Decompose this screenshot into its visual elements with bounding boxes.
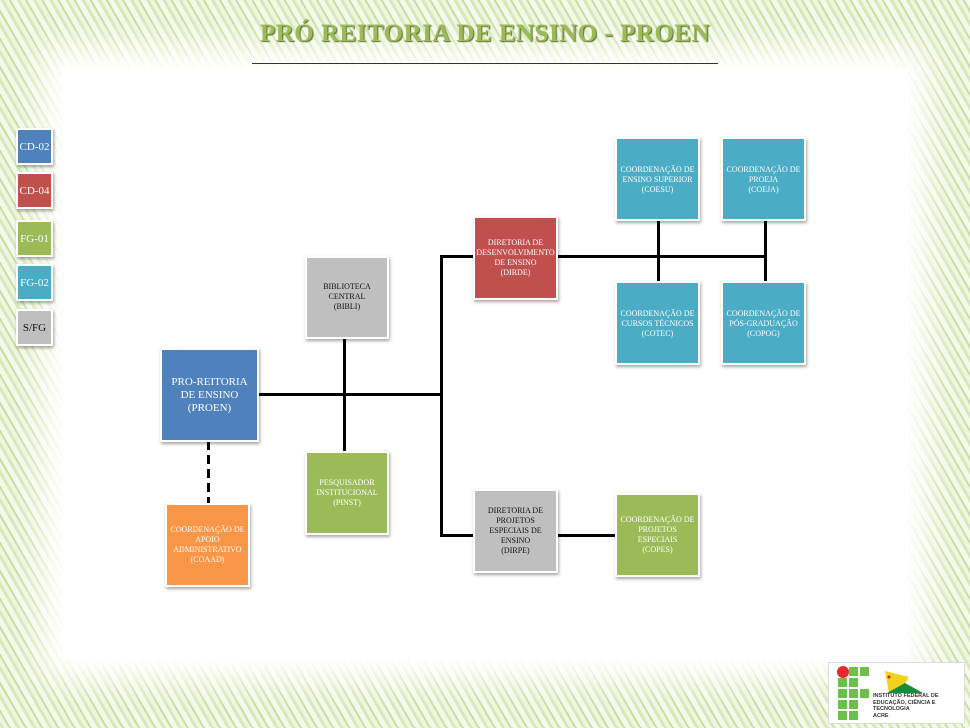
node-cotec: COORDENAÇÃO DE CURSOS TÉCNICOS (COTEC) [615, 281, 700, 365]
node-coesu: COORDENAÇÃO DE ENSINO SUPERIOR (COESU) [615, 137, 700, 221]
node-dirde: DIRETORIA DE DESENVOLVIMENTO DE ENSINO (… [473, 216, 558, 300]
node-dirpe: DIRETORIA DE PROJETOS ESPECIAIS DE ENSIN… [473, 489, 558, 573]
node-copog: COORDENAÇÃO DE PÓS-GRADUAÇÃO (COPOG) [721, 281, 806, 365]
ifac-logo: INSTITUTO FEDERAL DE EDUCAÇÃO, CIÊNCIA E… [828, 662, 965, 724]
connector [440, 255, 443, 537]
node-coeja: COORDENAÇÃO DE PROEJA (COEJA) [721, 137, 806, 221]
node-proen: PRO-REITORIA DE ENSINO (PROEN) [160, 348, 259, 442]
dashed-connector [207, 441, 210, 504]
node-bibli: BIBLIOTECA CENTRAL (BIBLI) [305, 256, 389, 339]
node-pinst: PESQUISADOR INSTITUCIONAL (PINST) [305, 451, 389, 535]
connector [764, 220, 767, 282]
node-copes: COORDENAÇÃO DE PROJETOS ESPECIAIS (COPES… [615, 493, 700, 577]
legend-s-fg: S/FG [16, 309, 53, 346]
connector [557, 255, 767, 258]
connector [343, 338, 346, 452]
legend-cd-02: CD-02 [16, 128, 53, 165]
legend-fg-02: FG-02 [16, 264, 53, 301]
page-title: PRÓ REITORIA DE ENSINO - PROEN [259, 20, 711, 47]
connector [440, 534, 474, 537]
connector [258, 393, 442, 396]
logo-text: INSTITUTO FEDERAL DE EDUCAÇÃO, CIÊNCIA E… [873, 693, 939, 719]
legend-cd-04: CD-04 [16, 172, 53, 209]
ifac-logo-mark [837, 666, 923, 720]
connector [657, 220, 660, 282]
connector [440, 255, 474, 258]
node-coaad: COORDENAÇÃO DE APOIO ADMINISTRATIVO (COA… [165, 503, 250, 587]
connector [557, 534, 616, 537]
legend-fg-01: FG-01 [16, 220, 53, 257]
title-underline [252, 63, 718, 64]
